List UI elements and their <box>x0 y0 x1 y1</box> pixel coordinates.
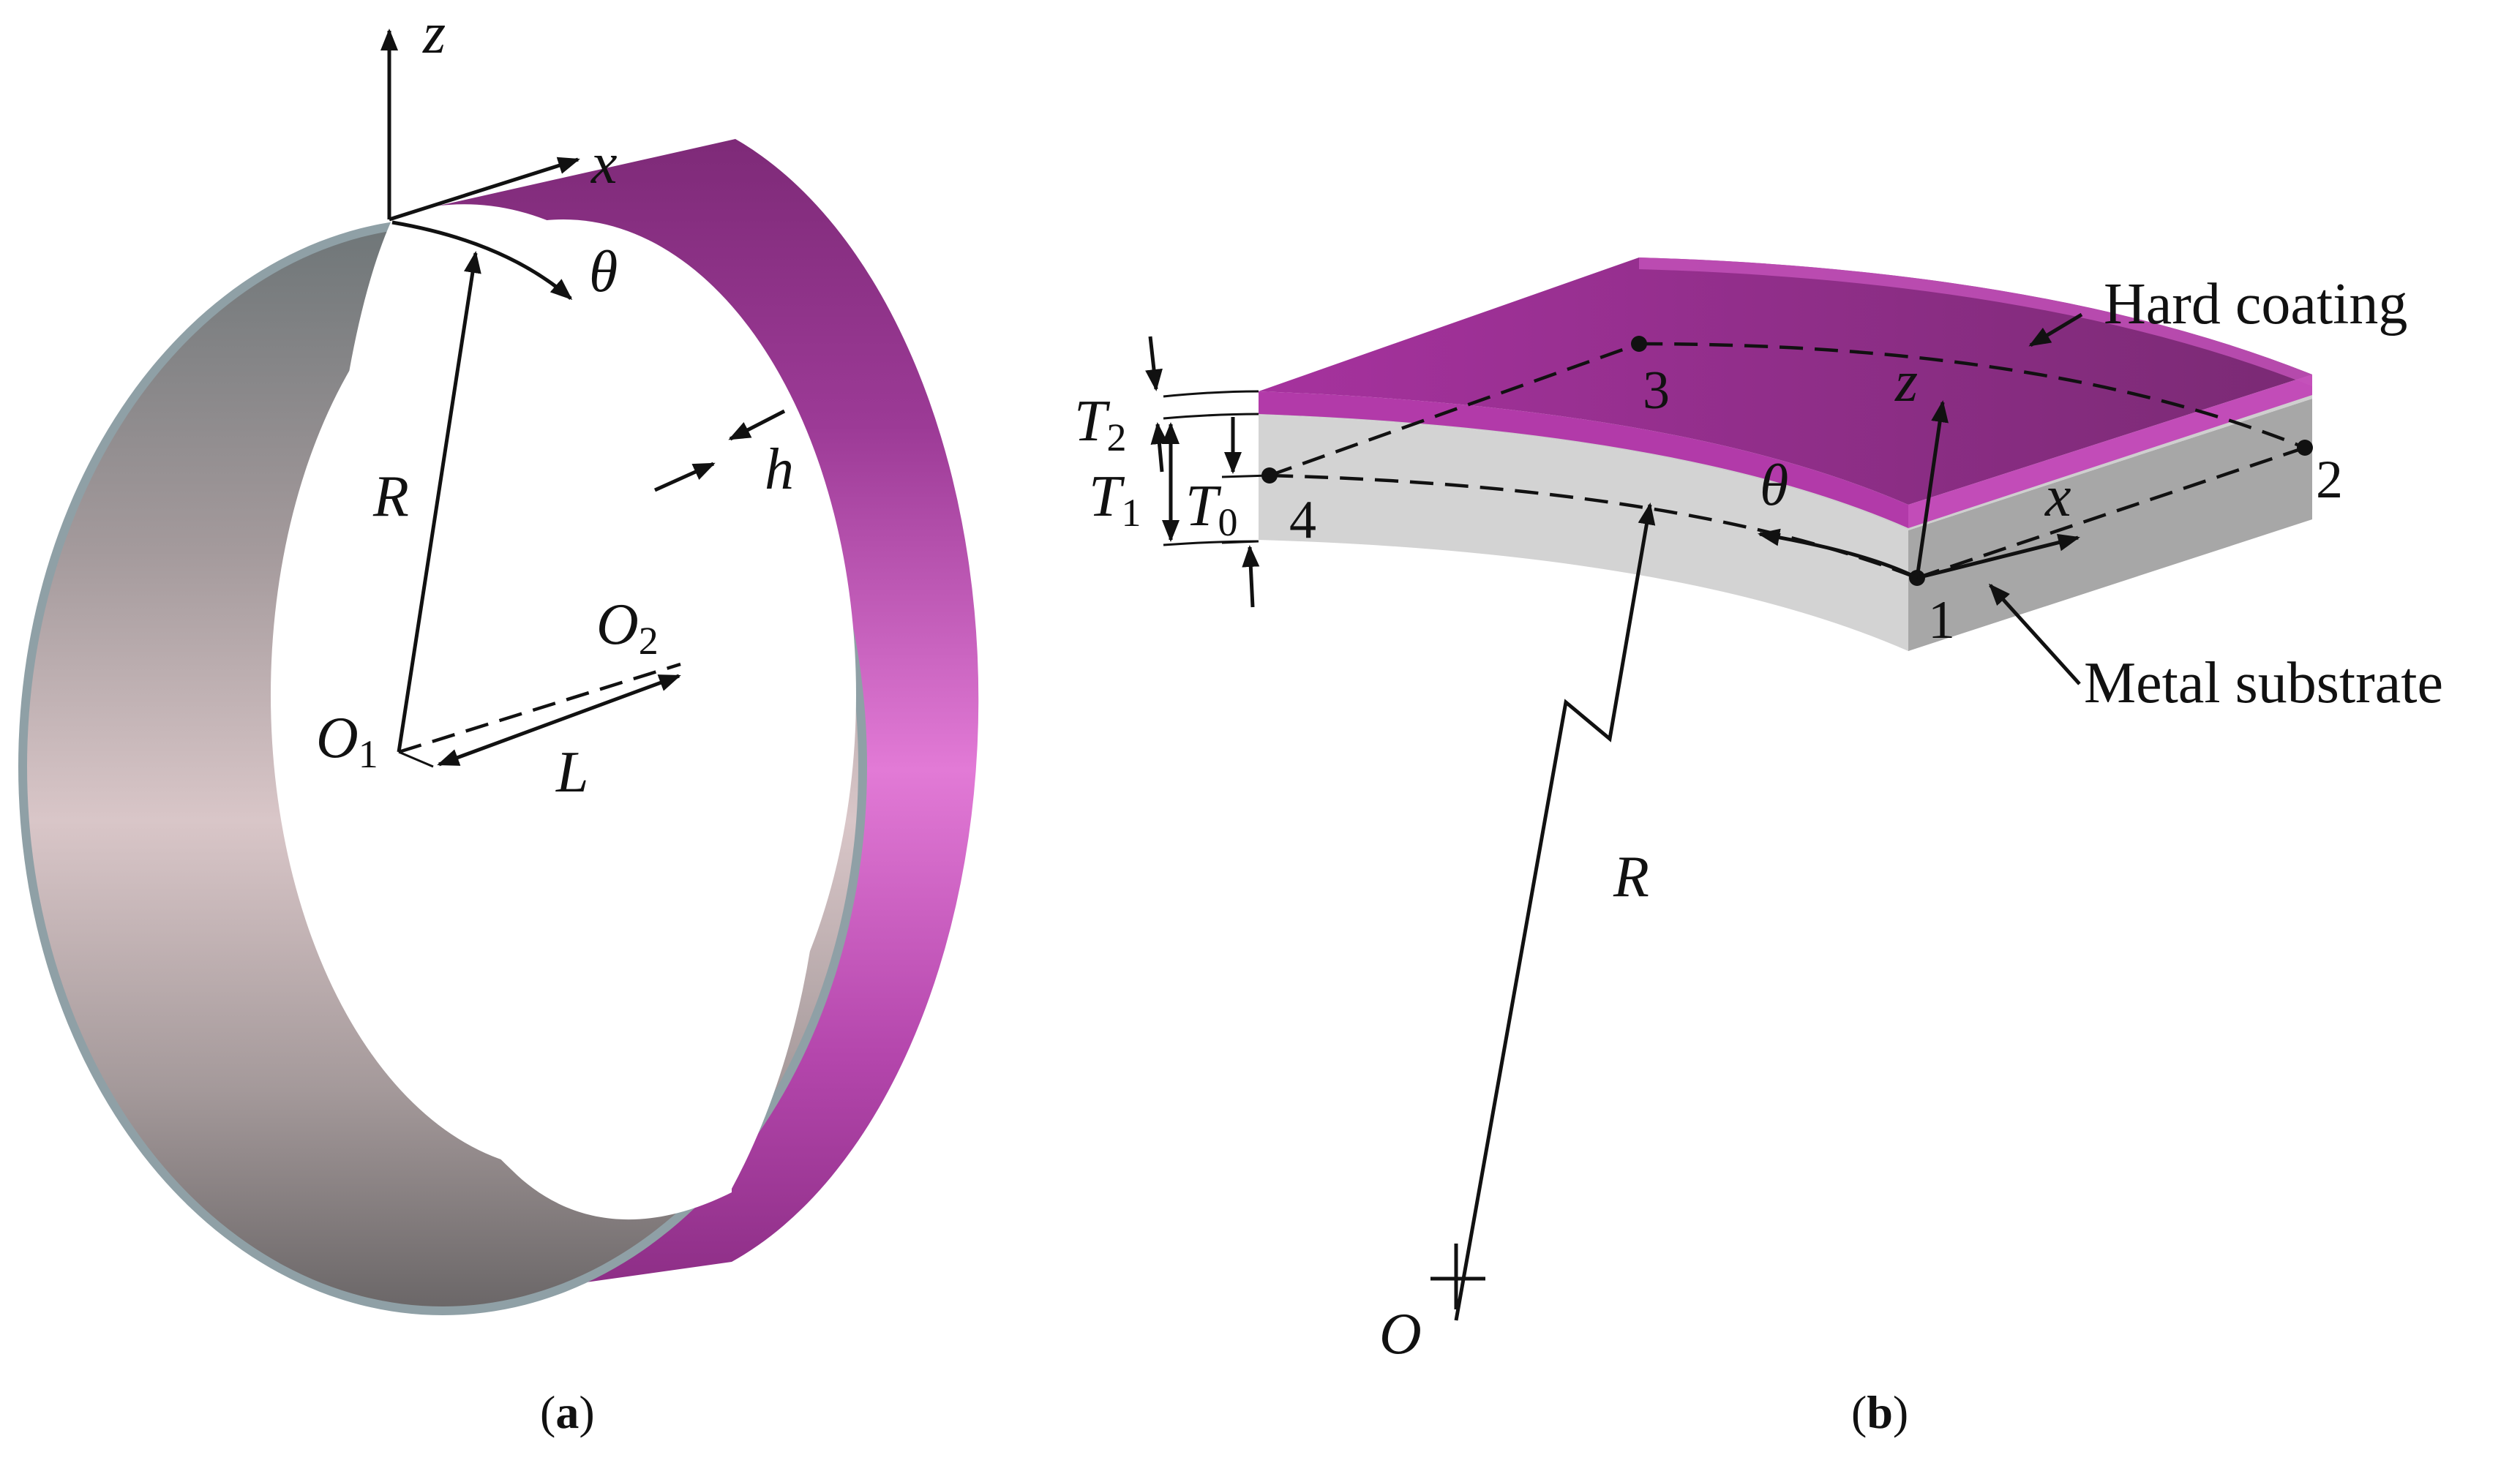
substrate-callout-arrow <box>1988 583 2081 685</box>
dim-t2-arrow-top <box>1145 336 1163 391</box>
node-2-label: 2 <box>2316 450 2343 510</box>
cylinder-opening-fill <box>271 219 856 1170</box>
origin-label: O <box>1379 1302 1422 1366</box>
dim-ext-top <box>1163 390 1259 398</box>
node-3-label: 3 <box>1643 361 1670 421</box>
center-o1-label: O1 <box>316 706 378 776</box>
node-1-label: 1 <box>1928 590 1955 650</box>
panel-a: z x θ R h O1 O2 L (a) <box>18 1 979 1438</box>
coating-top-face <box>1259 257 2312 505</box>
thickness-label: h <box>765 437 794 502</box>
caption-b: (b) <box>1851 1386 1908 1438</box>
axis-z-label-b: z <box>1894 350 1918 414</box>
theta-label: θ <box>589 240 618 304</box>
dim-t1-label: T1 <box>1089 465 1141 535</box>
dim-t2-label: T2 <box>1074 389 1127 459</box>
coating-back-band <box>1639 257 2312 386</box>
cylinder-outer-band <box>394 139 979 1286</box>
theta-label-b: θ <box>1760 454 1788 518</box>
dim-t0-label: T0 <box>1185 474 1238 544</box>
radius-arrow-b <box>1454 503 1656 1321</box>
panel-b: 1 2 3 4 z x θ R O T2 T1 T0 <box>1074 257 2443 1438</box>
dim-t2-arrow-bottom <box>1150 422 1169 473</box>
axis-x-arrow <box>389 157 580 222</box>
dim-ext-interface <box>1163 413 1259 420</box>
node-3-dot <box>1631 336 1647 352</box>
dim-t0-arrow-bottom <box>1242 545 1260 608</box>
center-o2-label: O2 <box>596 593 659 663</box>
coating-front-band <box>1259 391 1908 528</box>
length-ext-left <box>398 751 434 768</box>
caption-a: (a) <box>540 1386 595 1438</box>
axis-z-arrow-b <box>1915 400 1949 579</box>
axis-x-label-b: x <box>2044 465 2071 529</box>
thickness-arrow-right <box>728 409 786 441</box>
midsurface-dashed-left <box>1269 342 1640 478</box>
radius-label-b: R <box>1613 845 1649 909</box>
theta-arrow <box>391 220 573 300</box>
substrate-label: Metal substrate <box>2084 651 2443 715</box>
axis-z-label: z <box>422 1 446 66</box>
dim-ext-mid <box>1221 474 1270 478</box>
dim-ext-low <box>1221 540 1259 544</box>
node-4-label: 4 <box>1289 490 1316 550</box>
node-2-dot <box>2297 440 2313 456</box>
radius-label: R <box>372 465 409 529</box>
theta-arrow-b <box>1758 528 1919 580</box>
length-label: L <box>555 740 589 805</box>
coating-callout-arrow <box>2028 312 2083 347</box>
radius-arrow <box>397 251 481 753</box>
thickness-arrow-left <box>653 462 716 492</box>
length-arrow <box>437 674 681 767</box>
axis-x-label: x <box>590 132 618 196</box>
coating-label: Hard coating <box>2104 272 2407 336</box>
substrate-front-face <box>1259 415 1908 651</box>
midsurface-dashed-back <box>1638 342 2306 450</box>
axis-x-arrow-b <box>1916 533 2080 580</box>
coating-right-band <box>1908 375 2312 528</box>
